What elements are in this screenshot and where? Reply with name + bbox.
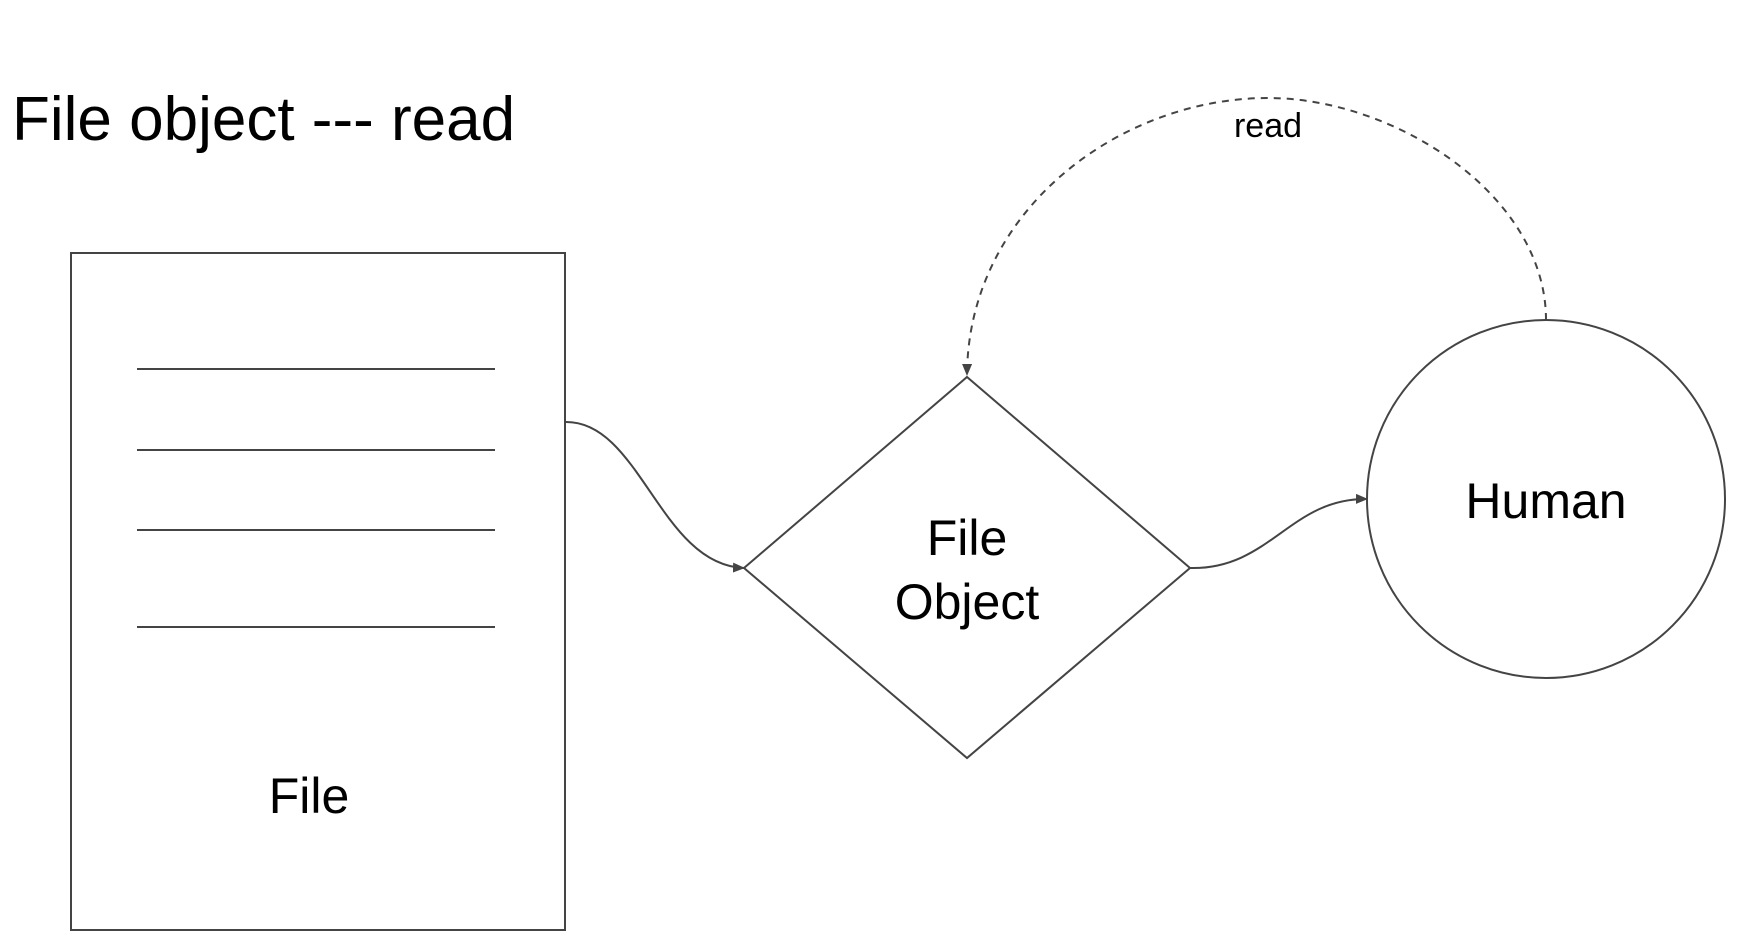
file-node[interactable]: File [70,252,566,931]
file-object-node[interactable]: File Object [742,375,1192,760]
file-object-to-human-connector[interactable] [1189,493,1368,570]
read-dashed-connector[interactable] [962,96,1547,376]
file-label: File [269,768,350,824]
human-node[interactable]: Human [1366,319,1726,679]
read-edge-label: read [1234,107,1302,145]
file-object-diamond-shape [742,375,1192,760]
file-object-label-line-1: File [927,510,1008,566]
file-document-shape [70,252,566,931]
file-object-label-line-2: Object [895,574,1040,630]
file-to-file-object-connector[interactable] [564,420,745,573]
human-label: Human [1465,473,1626,529]
page-title: File object --- read [12,85,515,154]
